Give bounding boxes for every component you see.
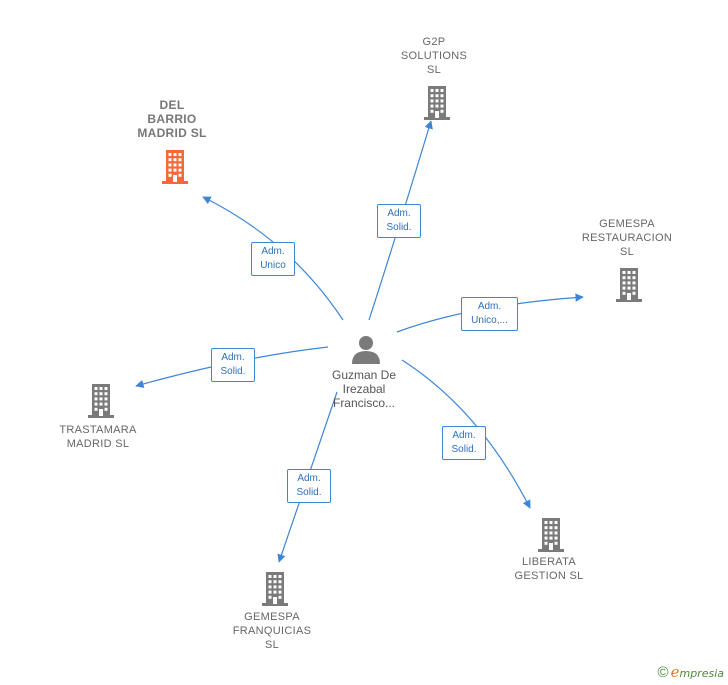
person-icon[interactable] <box>350 334 382 364</box>
center-name-line: Francisco... <box>332 396 395 410</box>
company-name-line: MADRID SL <box>137 126 207 140</box>
badge-line: Solid. <box>386 222 412 233</box>
company-name-line: FRANQUICIAS <box>232 625 312 637</box>
edge-role-badge[interactable]: Adm. Solid. <box>211 348 255 382</box>
badge-line: Solid. <box>220 366 246 377</box>
company-name-line: RESTAURACION <box>581 232 673 244</box>
brand-rest: mpresia <box>679 667 724 680</box>
company-name-liberata-gestion[interactable]: LIBERATA GESTION SL <box>514 555 583 583</box>
company-name-line: TRASTAMARA <box>59 424 137 436</box>
company-name-trastamara-madrid[interactable]: TRASTAMARA MADRID SL <box>59 423 136 451</box>
company-name-line: GEMESPA <box>244 611 300 623</box>
empresia-logo[interactable]: empresia <box>671 663 724 681</box>
copyright-symbol: © <box>657 663 669 681</box>
badge-line: Adm. <box>387 208 411 219</box>
brand-initial: e <box>670 663 680 681</box>
badge-line: Adm. <box>221 352 245 363</box>
company-name-line: SL <box>264 639 280 651</box>
footer-brand: © empresia <box>658 663 724 681</box>
badge-line: Adm. <box>297 473 321 484</box>
company-name-gemespa-franquicias[interactable]: GEMESPA FRANQUICIAS SL <box>233 610 311 652</box>
company-name-line: DEL <box>159 98 185 112</box>
company-name-gemespa-restauracion[interactable]: GEMESPA RESTAURACION SL <box>582 217 672 259</box>
edge-role-badge[interactable]: Adm. Solid. <box>377 204 421 238</box>
badge-line: Adm. <box>477 301 502 312</box>
building-icon[interactable] <box>158 148 192 184</box>
company-name-line: G2P <box>422 36 446 48</box>
company-name-g2p-solutions[interactable]: G2P SOLUTIONS SL <box>401 35 467 77</box>
building-icon[interactable] <box>534 516 568 552</box>
company-name-line: LIBERATA <box>522 556 576 568</box>
badge-line: Adm. <box>261 246 285 257</box>
company-name-line: BARRIO <box>147 112 197 126</box>
center-name-line: Guzman De <box>331 368 397 382</box>
company-name-line: GESTION SL <box>514 570 584 582</box>
badge-line: Adm. <box>452 430 476 441</box>
badge-line: Solid. <box>296 487 322 498</box>
company-name-line: SL <box>619 246 635 258</box>
company-name-line: SOLUTIONS <box>400 50 468 62</box>
edge-role-badge[interactable]: Adm. Unico <box>251 242 295 276</box>
building-icon[interactable] <box>258 570 292 606</box>
badge-line: Unico <box>260 260 286 271</box>
edge-liberata-gestion <box>401 359 531 509</box>
building-icon[interactable] <box>84 382 118 418</box>
badge-line: Unico,... <box>471 315 508 326</box>
company-name-line: GEMESPA <box>599 218 655 230</box>
building-icon[interactable] <box>612 266 646 302</box>
edge-role-badge[interactable]: Adm. Unico,... <box>461 297 518 331</box>
building-icon[interactable] <box>420 84 454 120</box>
edge-role-badge[interactable]: Adm. Solid. <box>287 469 331 503</box>
center-name-line: Irezabal <box>342 382 386 396</box>
badge-line: Solid. <box>451 444 477 455</box>
company-name-line: MADRID SL <box>66 438 130 450</box>
edge-role-badge[interactable]: Adm. Solid. <box>442 426 486 460</box>
company-name-line: SL <box>426 64 442 76</box>
